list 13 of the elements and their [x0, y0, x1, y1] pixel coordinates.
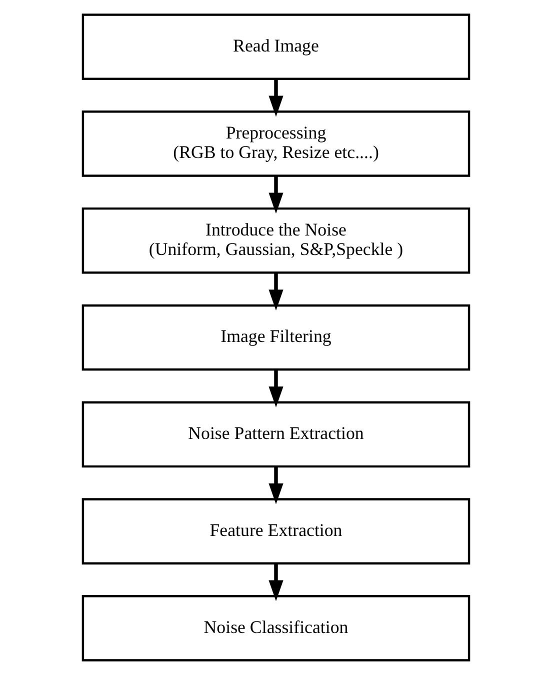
node-box: Noise Pattern Extraction	[82, 401, 470, 468]
arrow	[268, 176, 284, 214]
arrow	[268, 79, 284, 117]
arrow	[268, 272, 284, 310]
node-box: Preprocessing (RGB to Gray, Resize etc....)	[82, 110, 470, 177]
arrow	[268, 370, 284, 408]
node-box: Introduce the Noise (Uniform, Gaussian, S&P,Speckle )	[82, 207, 470, 274]
node-box: Noise Classification	[82, 595, 470, 662]
arrow	[268, 466, 284, 504]
node-box: Read Image	[82, 14, 470, 80]
arrow	[268, 564, 284, 602]
node-box: Feature Extraction	[82, 498, 470, 564]
node-box: Image Filtering	[82, 304, 470, 371]
